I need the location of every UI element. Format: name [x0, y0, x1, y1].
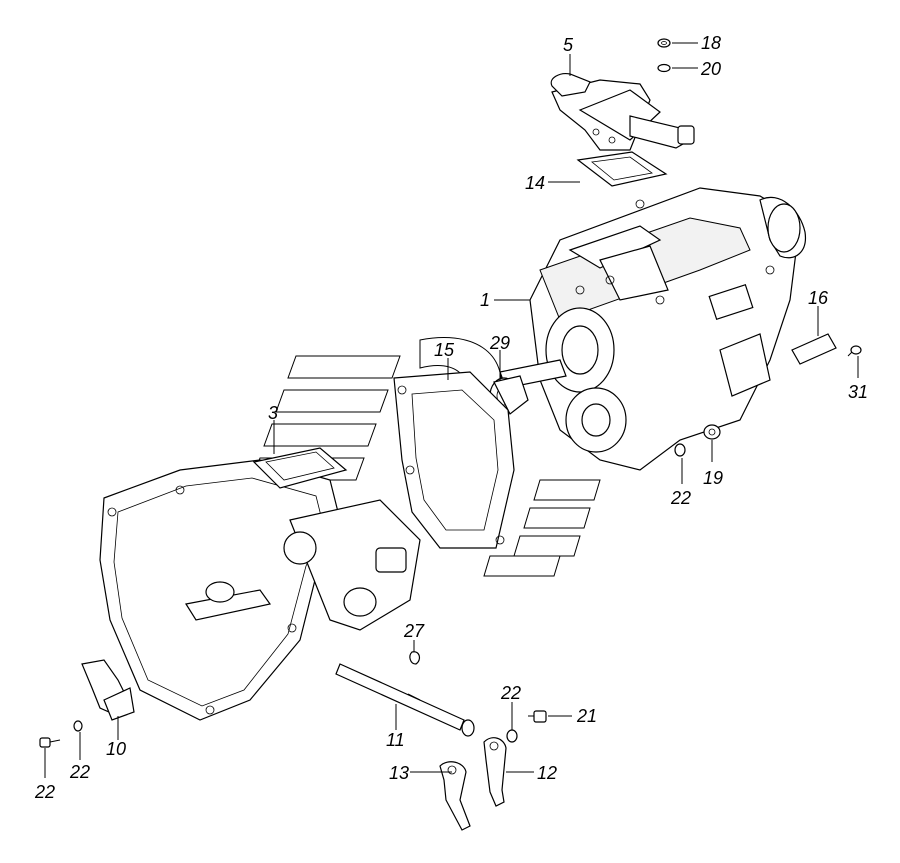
nut-part-20 [657, 38, 671, 48]
screw-part-31 [847, 345, 862, 357]
leader-lines [44, 42, 859, 778]
callout-11: 11 [386, 730, 405, 750]
callout-16: 16 [808, 288, 829, 308]
washer-part-22-lower [506, 729, 518, 743]
callout-22-right: 22 [670, 488, 691, 508]
callout-10: 10 [106, 739, 126, 759]
callout-22-lower: 22 [500, 683, 521, 703]
callout-labels: 5 18 20 14 1 15 29 3 16 31 22 19 27 10 2… [34, 33, 868, 802]
callout-12: 12 [537, 763, 557, 783]
callout-18: 22 [34, 782, 55, 802]
lever-part-12 [483, 737, 507, 807]
callout-5: 5 [563, 35, 574, 55]
washer-part-22-right [674, 443, 686, 457]
shaft-part-11 [335, 663, 475, 737]
callout-19: 21 [576, 706, 597, 726]
callout-29: 29 [489, 333, 510, 353]
bolt-part-19 [528, 710, 547, 723]
plate-part-16 [791, 333, 837, 365]
callout-14: 14 [525, 173, 545, 193]
gearbox-housing-part-1 [499, 187, 807, 471]
callout-22-top: 20 [700, 59, 721, 79]
lever-part-13 [439, 761, 471, 831]
callout-22-left: 22 [69, 762, 90, 782]
gasket-part-14 [576, 151, 668, 187]
callout-20: 18 [701, 33, 721, 53]
washer-part-22-left [73, 720, 83, 732]
callout-13: 13 [389, 763, 409, 783]
callout-31: 31 [848, 382, 868, 402]
nut-part-21 [703, 424, 721, 440]
callout-3: 3 [268, 403, 278, 423]
shift-mechanism-cover-part-5 [550, 73, 695, 151]
clutch-housing-part-3 [99, 447, 421, 721]
bracket-part-10 [81, 659, 135, 721]
callout-27: 27 [403, 621, 425, 641]
washer-part-22-top [657, 63, 671, 73]
gasket-part-15 [393, 371, 515, 549]
key-part-27 [409, 651, 421, 665]
callout-15: 15 [434, 340, 455, 360]
callout-21: 19 [703, 468, 723, 488]
callout-1: 1 [480, 290, 490, 310]
bolt-part-18 [39, 737, 61, 748]
